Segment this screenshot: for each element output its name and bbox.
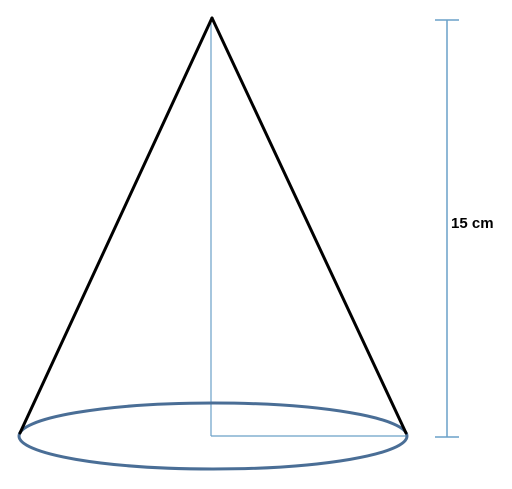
height-label: 15 cm <box>451 215 494 232</box>
cone-base-ellipse <box>17 401 409 471</box>
cone-left-edge <box>18 16 214 435</box>
cone-right-edge <box>210 16 408 435</box>
